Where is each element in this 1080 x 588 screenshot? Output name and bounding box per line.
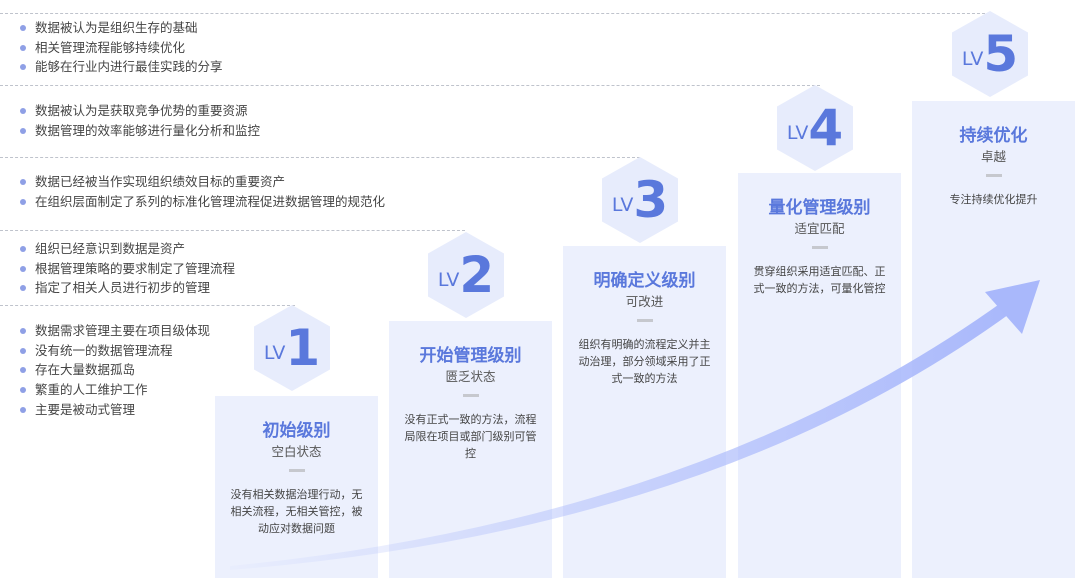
separator <box>636 319 653 322</box>
bullet-item: 数据管理的效率能够进行量化分析和监控 <box>18 121 260 141</box>
level-title: 持续优化 <box>959 126 1028 146</box>
bullet-item: 组织已经意识到数据是资产 <box>18 239 235 259</box>
divider <box>0 230 465 231</box>
bullet-item: 没有统一的数据管理流程 <box>18 341 210 361</box>
level-number: 3 <box>633 171 669 229</box>
level-number: 2 <box>459 246 495 304</box>
level-title: 初始级别 <box>262 421 331 441</box>
lv-label: LV <box>437 269 460 291</box>
separator <box>985 174 1002 177</box>
divider <box>0 13 990 14</box>
bullet-item: 数据需求管理主要在项目级体现 <box>18 321 210 341</box>
divider <box>0 157 640 158</box>
level-description: 贯穿组织采用适宜匹配、正式一致的方法，可量化管控 <box>753 265 886 295</box>
level1-bullets: 数据需求管理主要在项目级体现 没有统一的数据管理流程 存在大量数据孤岛 繁重的人… <box>18 321 210 420</box>
bullet-item: 数据被认为是组织生存的基础 <box>18 18 223 38</box>
level-description: 没有正式一致的方法，流程局限在项目或部门级别可管控 <box>404 413 537 460</box>
level3-card: 明确定义级别 可改进 组织有明确的流程定义并主动治理，部分领域采用了正式一致的方… <box>563 246 726 578</box>
level2-bullets: 组织已经意识到数据是资产 根据管理策略的要求制定了管理流程 指定了相关人员进行初… <box>18 239 235 298</box>
level5-bullets: 数据被认为是组织生存的基础 相关管理流程能够持续优化 能够在行业内进行最佳实践的… <box>18 18 223 77</box>
level-subtitle: 可改进 <box>625 294 664 309</box>
level-description: 没有相关数据治理行动，无相关流程，无相关管控，被动应对数据问题 <box>230 488 363 535</box>
bullet-item: 存在大量数据孤岛 <box>18 360 210 380</box>
separator <box>811 246 828 249</box>
bullet-item: 主要是被动式管理 <box>18 400 210 420</box>
lv-label: LV <box>786 122 809 144</box>
divider <box>0 85 820 86</box>
level-title: 开始管理级别 <box>419 346 522 366</box>
lv-label: LV <box>961 48 984 70</box>
level-number: 5 <box>983 25 1019 83</box>
level-number: 1 <box>285 319 321 377</box>
lv-label: LV <box>263 342 286 364</box>
separator <box>462 394 479 397</box>
arrow-shaft <box>230 300 1012 570</box>
bullet-item: 在组织层面制定了系列的标准化管理流程促进数据管理的规范化 <box>18 192 385 212</box>
level4-card: 量化管理级别 适宜匹配 贯穿组织采用适宜匹配、正式一致的方法，可量化管控 <box>738 173 901 578</box>
arrow-head <box>985 280 1040 334</box>
bullet-item: 能够在行业内进行最佳实践的分享 <box>18 57 223 77</box>
level-subtitle: 匮乏状态 <box>445 369 496 384</box>
level-title: 量化管理级别 <box>768 198 871 218</box>
level-description: 专注持续优化提升 <box>949 193 1038 206</box>
separator <box>288 469 305 472</box>
level-number: 4 <box>808 99 844 157</box>
level-subtitle: 卓越 <box>980 149 1006 164</box>
level-title: 明确定义级别 <box>593 271 696 291</box>
level5-card: 持续优化 卓越 专注持续优化提升 <box>912 101 1075 578</box>
bullet-item: 根据管理策略的要求制定了管理流程 <box>18 259 235 279</box>
level1-card: 初始级别 空白状态 没有相关数据治理行动，无相关流程，无相关管控，被动应对数据问… <box>215 396 378 578</box>
bullet-item: 数据已经被当作实现组织绩效目标的重要资产 <box>18 172 385 192</box>
level-subtitle: 空白状态 <box>271 444 322 459</box>
level4-bullets: 数据被认为是获取竞争优势的重要资源 数据管理的效率能够进行量化分析和监控 <box>18 101 260 140</box>
level-subtitle: 适宜匹配 <box>794 221 845 236</box>
level3-bullets: 数据已经被当作实现组织绩效目标的重要资产 在组织层面制定了系列的标准化管理流程促… <box>18 172 385 211</box>
divider <box>0 305 295 306</box>
bullet-item: 繁重的人工维护工作 <box>18 380 210 400</box>
bullet-item: 相关管理流程能够持续优化 <box>18 38 223 58</box>
level-description: 组织有明确的流程定义并主动治理，部分领域采用了正式一致的方法 <box>578 338 711 385</box>
bullet-item: 数据被认为是获取竞争优势的重要资源 <box>18 101 260 121</box>
lv-label: LV <box>611 194 634 216</box>
bullet-item: 指定了相关人员进行初步的管理 <box>18 278 235 298</box>
